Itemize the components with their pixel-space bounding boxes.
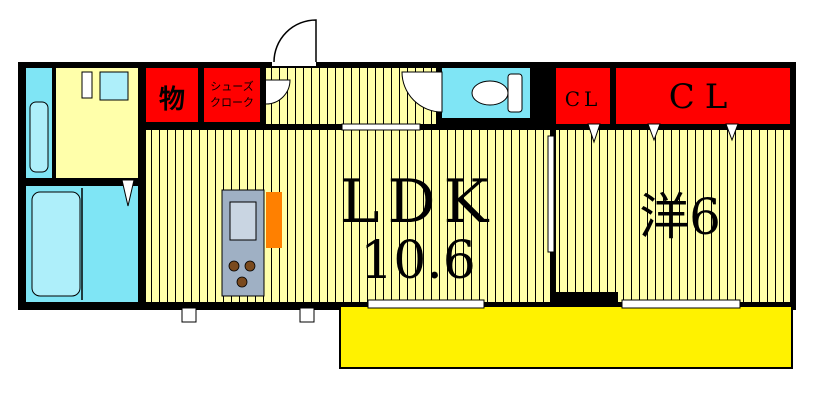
toilet-bowl [471,80,509,106]
kitchen-sink [229,201,257,241]
closet-small [556,68,610,124]
window-western [621,299,741,309]
window-hall [341,123,421,131]
exterior-vent-1 [181,307,197,323]
sliding-door-ldk [547,135,555,253]
bath-tub-large [31,191,81,297]
shoe-cloak-label-2: クローク [210,96,254,109]
shoe-cloak-label-1: シューズ [210,79,253,93]
storage-room [146,68,198,122]
western-room-label: 洋6 [639,188,721,246]
bathtub [29,101,49,173]
stove-burner-3 [236,276,248,288]
closet-large-label: CL [669,77,738,117]
laundry-pan [99,71,129,101]
stove-burner-1 [228,260,240,272]
vanity-sink [81,71,93,99]
ldk-room [146,130,550,302]
closet-small-label: CL [565,87,602,111]
vanity-door [121,179,135,207]
storage-label: 物 [159,85,185,115]
window-ldk [367,299,485,309]
western-room-notch [556,292,618,302]
stove-burner-2 [244,260,256,272]
closet-large [616,68,790,124]
western-room [556,130,790,302]
closet-large-door-1 [647,123,661,142]
range-hood [266,192,282,248]
shoe-cloak-room [204,68,260,122]
exterior-vent-2 [299,307,315,323]
bath-door-swing [81,178,122,185]
closet-large-door-2 [725,123,739,142]
closet-small-door [587,123,601,144]
toilet-door-swing [401,71,443,113]
toilet-tank [507,73,523,113]
ldk-size: 10.6 [360,231,476,291]
entrance-door-swing [273,19,317,63]
balcony [339,305,793,369]
ldk-label: LDK [340,167,497,237]
shoe-cloak-door-swing [265,79,291,105]
